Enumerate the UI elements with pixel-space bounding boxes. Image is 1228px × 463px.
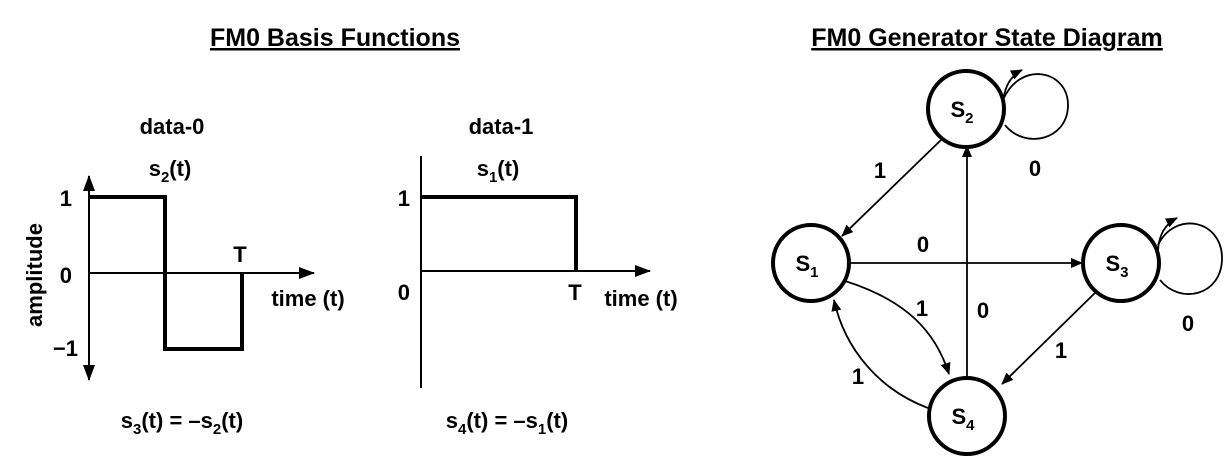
edge-s3-self-label: 0 — [1182, 311, 1194, 336]
state-s1-circle — [771, 223, 851, 303]
edge-s2-self-arrowhead — [1002, 69, 1023, 105]
data-1-signal-label: s1(t) — [477, 156, 520, 186]
data-0-period-label: T — [233, 242, 247, 267]
data-1-heading: data-1 — [469, 114, 534, 139]
data-0-tick-1: 1 — [60, 186, 72, 211]
edge-s1-to-s3-label: 0 — [917, 232, 929, 257]
edge-s2-self-label: 0 — [1029, 156, 1041, 181]
edge-s4-to-s2-label: 0 — [977, 298, 989, 323]
data-1-waveform — [421, 195, 578, 271]
data-0-plot: data-0 s2(t) 1 0 −1 T time (t) s3(t) = –… — [53, 114, 345, 438]
edge-s2-to-s1-label: 1 — [874, 158, 886, 183]
state-s4-label: S4 — [951, 404, 975, 434]
edge-s3-to-s4-label: 1 — [1055, 338, 1067, 363]
edge-s2-to-s1 — [841, 139, 942, 237]
edge-s3-self-arrowhead — [1157, 217, 1178, 251]
edge-s4-to-s1 — [831, 299, 929, 409]
data-1-time-axis-label: time (t) — [604, 286, 677, 311]
data-0-time-axis-label: time (t) — [271, 286, 344, 311]
state-s4: S4 — [927, 376, 1007, 456]
state-s3-label: S3 — [1105, 251, 1128, 281]
data-1-tick-0: 0 — [398, 280, 410, 305]
data-0-tick-0: 0 — [60, 263, 72, 288]
state-s2-circle — [926, 69, 1006, 149]
state-s1-label: S1 — [795, 251, 818, 281]
data-0-waveform — [89, 195, 244, 351]
state-s2: S2 — [926, 69, 1006, 149]
data-1-period-label: T — [568, 280, 582, 305]
edge-s1-to-s4-label: 1 — [916, 296, 928, 321]
data-0-heading: data-0 — [140, 114, 205, 139]
state-s4-circle — [927, 376, 1007, 456]
state-diagram-title: FM0 Generator State Diagram — [811, 24, 1163, 52]
data-0-signal-label: s2(t) — [149, 156, 192, 186]
edge-s1-to-s4 — [844, 280, 951, 375]
data-0-equation: s3(t) = –s2(t) — [121, 408, 243, 438]
basis-functions-title: FM0 Basis Functions — [210, 24, 460, 52]
data-1-tick-1: 1 — [398, 186, 410, 211]
edge-s4-to-s1-label: 1 — [852, 364, 864, 389]
edge-s2-self — [1002, 73, 1069, 140]
state-s3-circle — [1081, 223, 1161, 303]
edge-s3-self — [1157, 222, 1223, 295]
data-1-plot: data-1 s1(t) 1 0 T time (t) s4(t) = –s1(… — [398, 114, 678, 438]
data-1-equation: s4(t) = –s1(t) — [446, 408, 568, 438]
state-s1: S1 — [771, 223, 851, 303]
data-0-tick-neg1: −1 — [53, 336, 78, 361]
amplitude-axis-label: amplitude — [22, 223, 47, 327]
state-s2-label: S2 — [950, 97, 973, 127]
state-s3: S3 — [1081, 223, 1161, 303]
state-edges: 1 0 0 0 1 0 1 1 — [831, 69, 1223, 409]
edge-s3-to-s4 — [1001, 289, 1099, 385]
